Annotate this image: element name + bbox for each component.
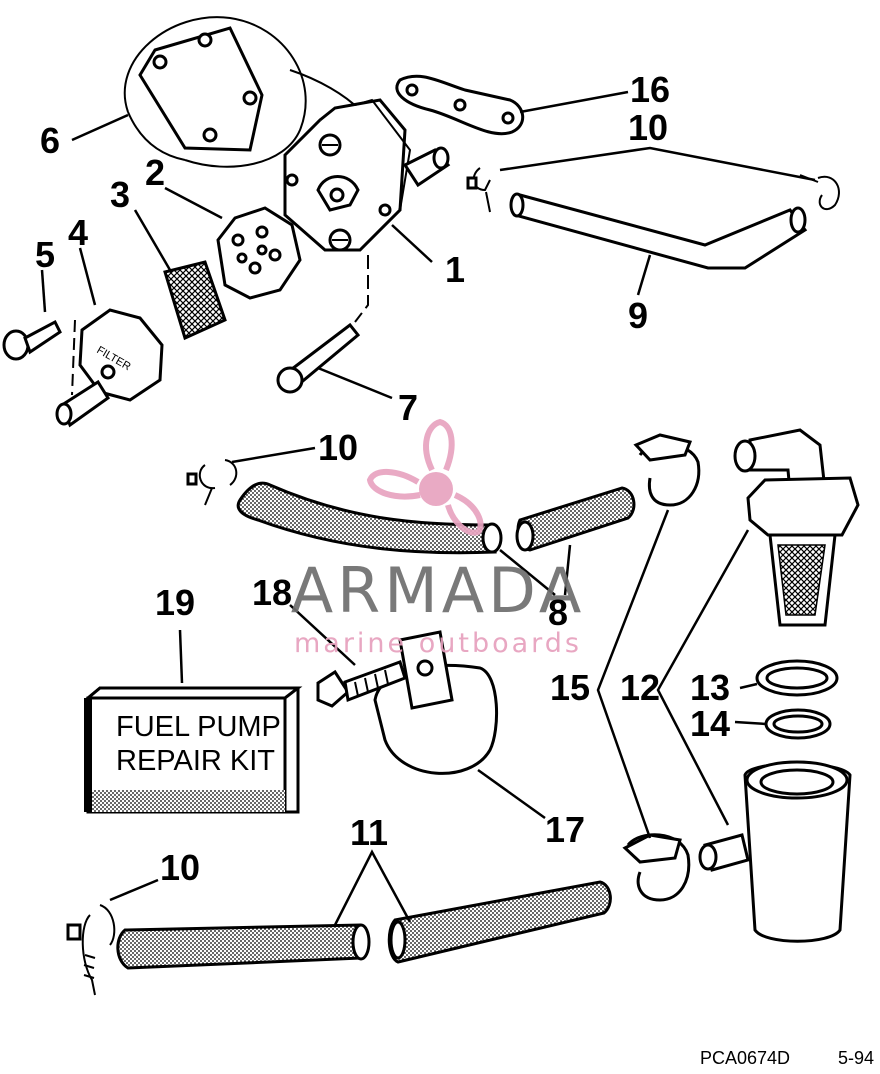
- callout-13: 13: [690, 667, 730, 708]
- callout-2: 2: [145, 152, 165, 193]
- callout-9: 9: [628, 295, 648, 336]
- drawing-code: PCA0674D: [700, 1048, 790, 1068]
- callout-12: 12: [620, 667, 660, 708]
- callout-6: 6: [40, 120, 60, 161]
- part-19-repair-kit[interactable]: FUEL PUMP REPAIR KIT: [83, 629, 303, 814]
- part-8-hoses: [236, 481, 636, 596]
- part-10-clips-top: [466, 146, 840, 213]
- kit-label-line2: REPAIR KIT: [116, 745, 275, 777]
- callout-18: 18: [252, 572, 292, 613]
- part-5-screw: [2, 269, 62, 361]
- armada-watermark: ARMADA marine outboards: [291, 418, 585, 659]
- callout-4: 4: [68, 212, 88, 253]
- part-12-fuel-filter-bowl: [656, 529, 852, 943]
- part-11-hoses: [116, 849, 612, 970]
- watermark-tagline: marine outboards: [294, 628, 582, 659]
- callout-8: 8: [548, 592, 568, 633]
- part-3-filter-screen: [133, 209, 227, 341]
- callout-10-top: 10: [628, 107, 668, 148]
- callout-3: 3: [110, 174, 130, 215]
- part-17-bracket: [373, 630, 546, 820]
- part-14-ring: [734, 708, 832, 740]
- kit-label-line1: FUEL PUMP: [116, 711, 281, 743]
- part-18-bolt: [289, 604, 407, 708]
- callout-14: 14: [690, 703, 730, 744]
- part-10-clip-bottom: [66, 878, 159, 996]
- callout-16: 16: [630, 69, 670, 110]
- date-code: 5-94: [838, 1048, 874, 1068]
- callout-5: 5: [35, 234, 55, 275]
- part-9-bent-hose: [509, 192, 808, 296]
- callout-19: 19: [155, 582, 195, 623]
- callout-1: 1: [445, 249, 465, 290]
- part-12-fuel-filter-top: [733, 428, 860, 627]
- part-2-valve-plate: [164, 186, 302, 300]
- part-10-clip-middle: [186, 446, 316, 506]
- part-16-gasket-plate: [395, 74, 629, 136]
- part-7-long-screw: [276, 255, 393, 400]
- callout-15: 15: [550, 667, 590, 708]
- callout-7: 7: [398, 387, 418, 428]
- leader-6: [71, 113, 129, 142]
- callout-10-middle: 10: [318, 427, 358, 468]
- part-15-clamps: [596, 433, 701, 902]
- callout-10-bottom: 10: [160, 847, 200, 888]
- leader-1: [391, 224, 433, 263]
- callout-11: 11: [350, 812, 388, 853]
- part-1-fuel-pump: [283, 98, 451, 252]
- part-4-filter-cover: FILTER: [55, 247, 164, 428]
- part-13-ring: [739, 659, 839, 697]
- armada-propeller-logo: [366, 418, 484, 536]
- callout-numbers: 1 2 3 4 5 6 7 8 9 10 10 10 11 12 13 14 1…: [35, 69, 730, 888]
- watermark-brand: ARMADA: [291, 554, 585, 627]
- callout-17: 17: [545, 809, 585, 850]
